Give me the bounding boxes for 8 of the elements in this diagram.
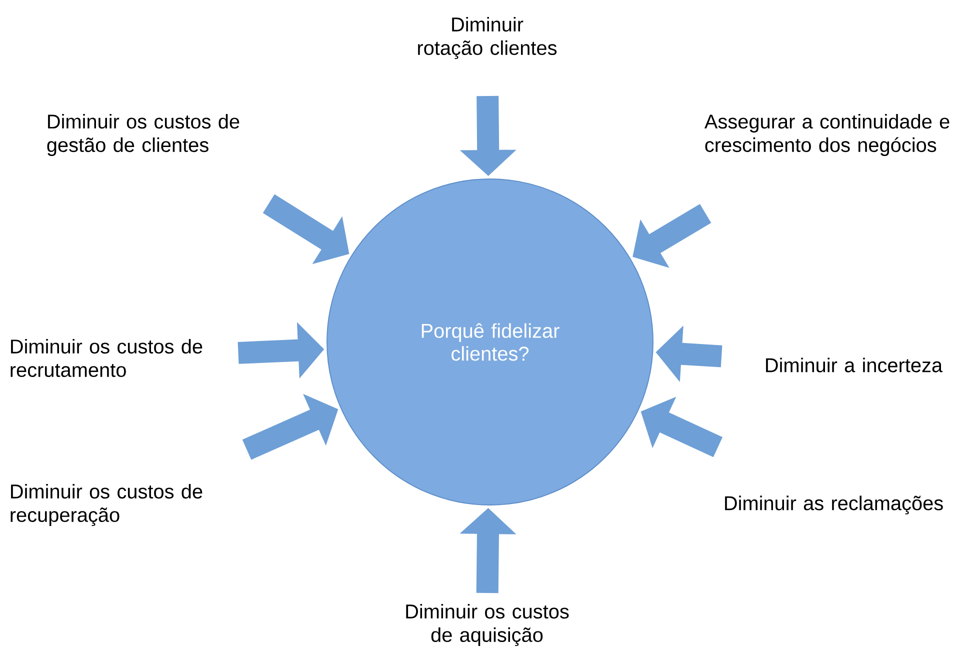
text-label: Diminuir rotação clientes bbox=[418, 16, 557, 60]
text-label: Diminuir as reclamações bbox=[725, 496, 943, 514]
text-label: Diminuir os custos de recrutamento bbox=[10, 338, 202, 378]
text-label: Diminuir os custos de recuperação bbox=[10, 484, 202, 526]
text-label: Assegurar a continuidade e crescimento dos negócios bbox=[704, 114, 950, 156]
text-label: Diminuir a incerteza bbox=[766, 358, 943, 372]
text-label: Diminuir os custos de gestão de clientes bbox=[47, 114, 240, 156]
text-label: Diminuir os custos de aquisição bbox=[406, 604, 569, 646]
